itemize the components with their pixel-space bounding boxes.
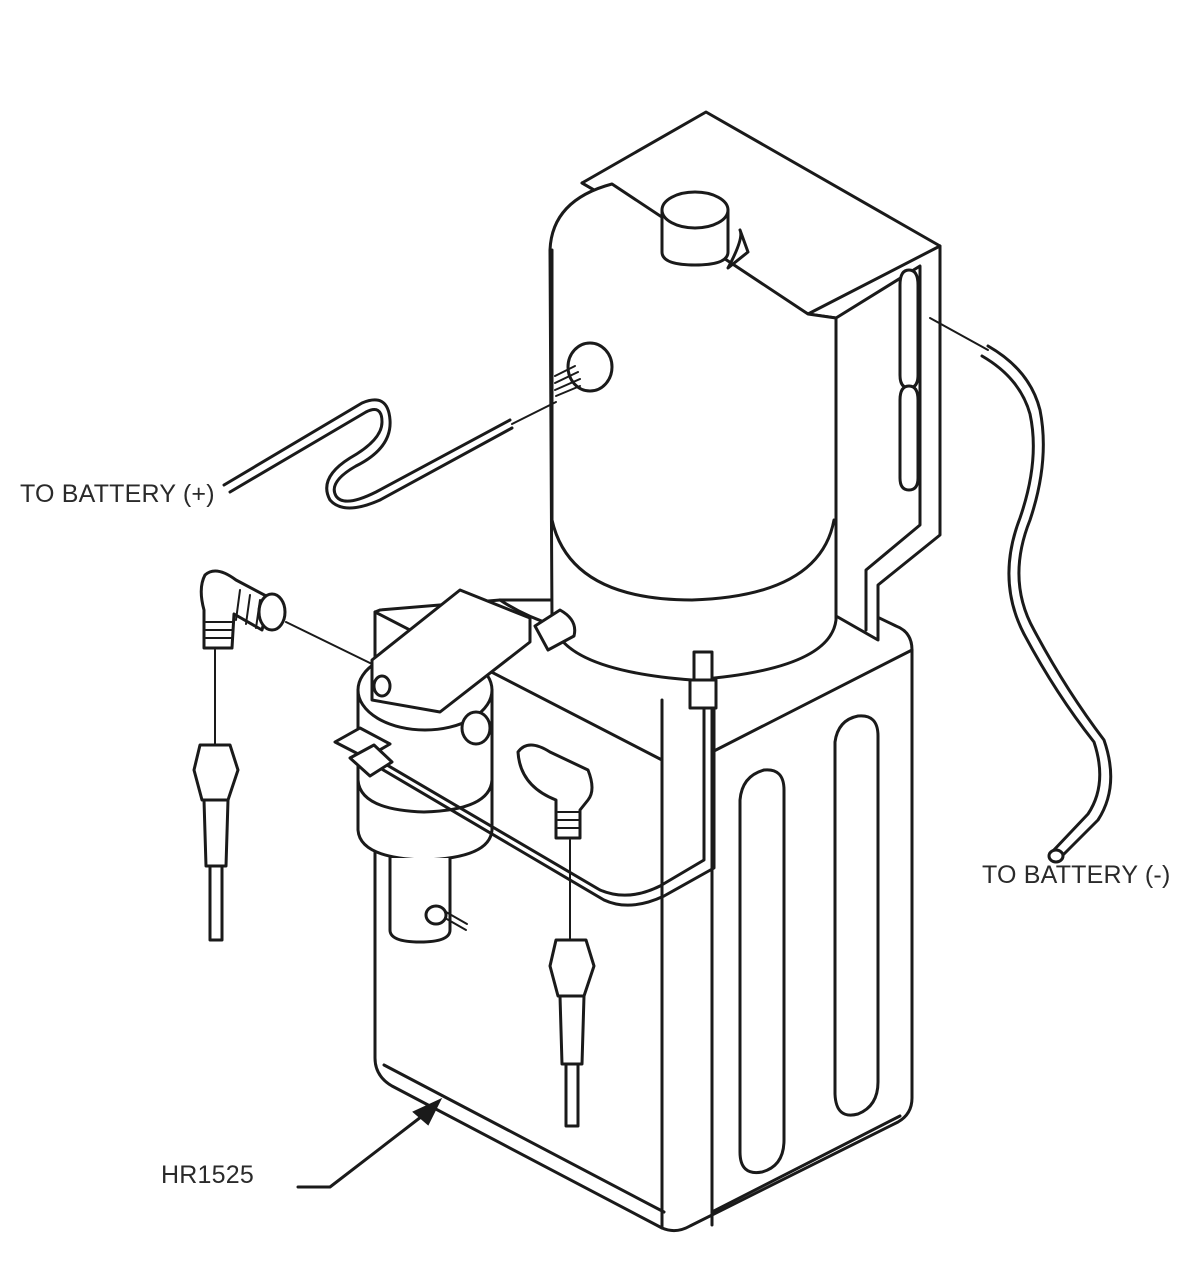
part-number-leader: [296, 1097, 443, 1189]
pressure-tube: [333, 650, 718, 907]
left-hose-assembly: [192, 569, 373, 942]
positive-battery-cable: [222, 398, 557, 510]
negative-battery-cable: [929, 317, 1113, 864]
pump-valve-assembly: [356, 588, 577, 944]
electric-motor: [548, 182, 838, 682]
part-number-label: HR1525: [161, 1161, 254, 1189]
battery-positive-label: TO BATTERY (+): [20, 480, 215, 508]
battery-negative-label: TO BATTERY (-): [982, 861, 1171, 889]
right-hose-assembly: [516, 743, 596, 1128]
